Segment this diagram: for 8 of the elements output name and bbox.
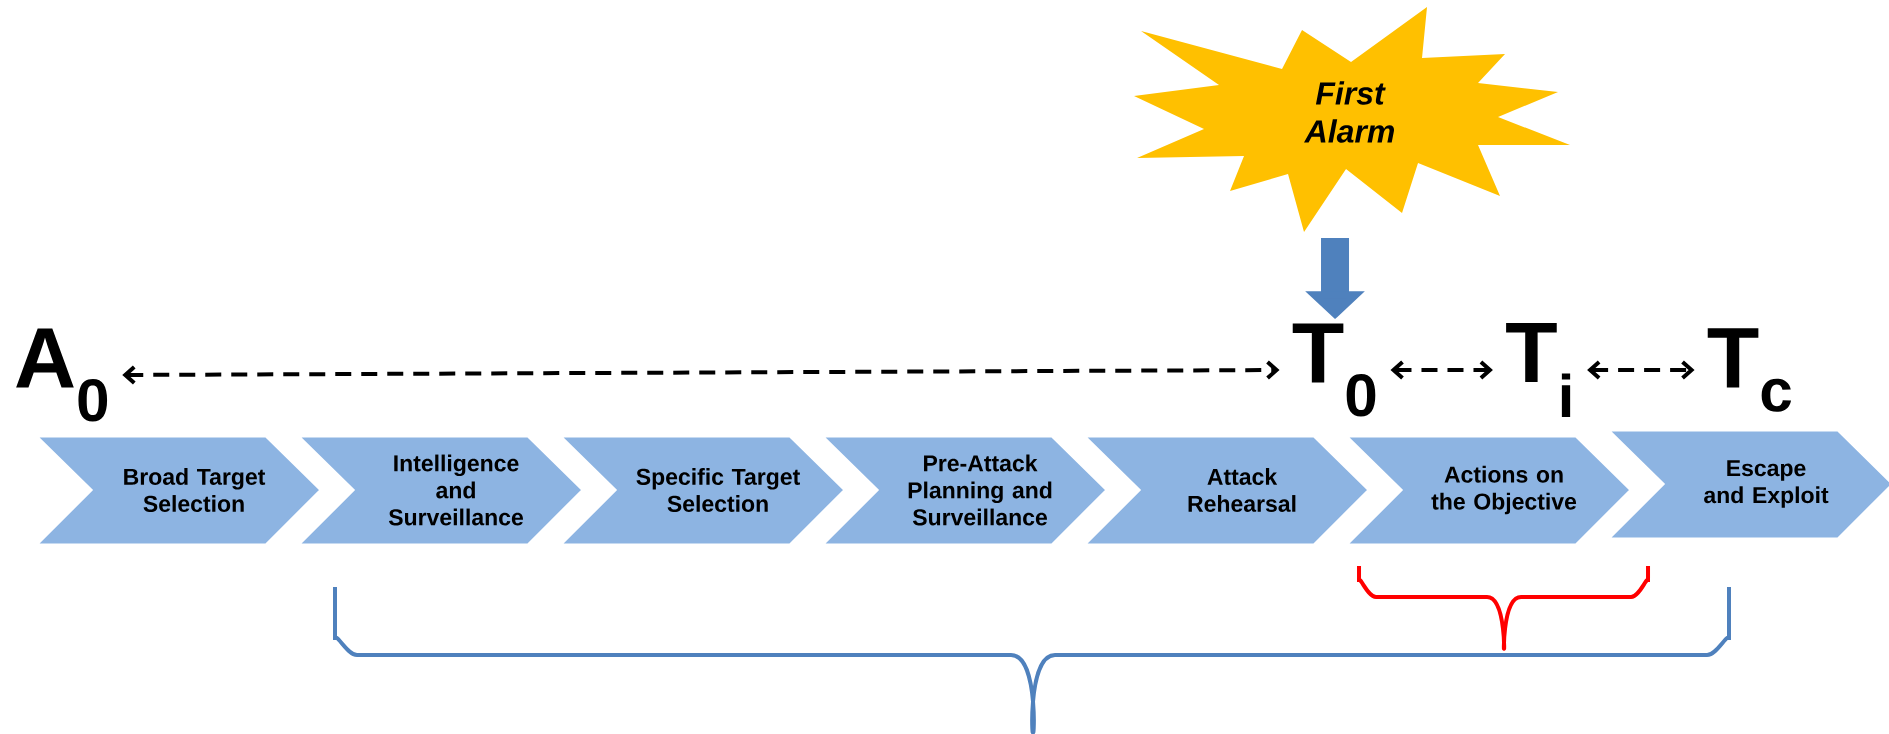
time-mark: A$_{0}$ (16, 328, 108, 422)
starburst: First Alarm (1134, 7, 1570, 232)
time-mark: T$_{c}$ (1707, 328, 1791, 412)
arrow (122, 360, 1280, 385)
time-mark: T$_{i}$ (1506, 322, 1571, 418)
time-mark: T$_{0}$ (1292, 323, 1376, 417)
arrow (1587, 360, 1695, 380)
arrow (1390, 360, 1493, 380)
